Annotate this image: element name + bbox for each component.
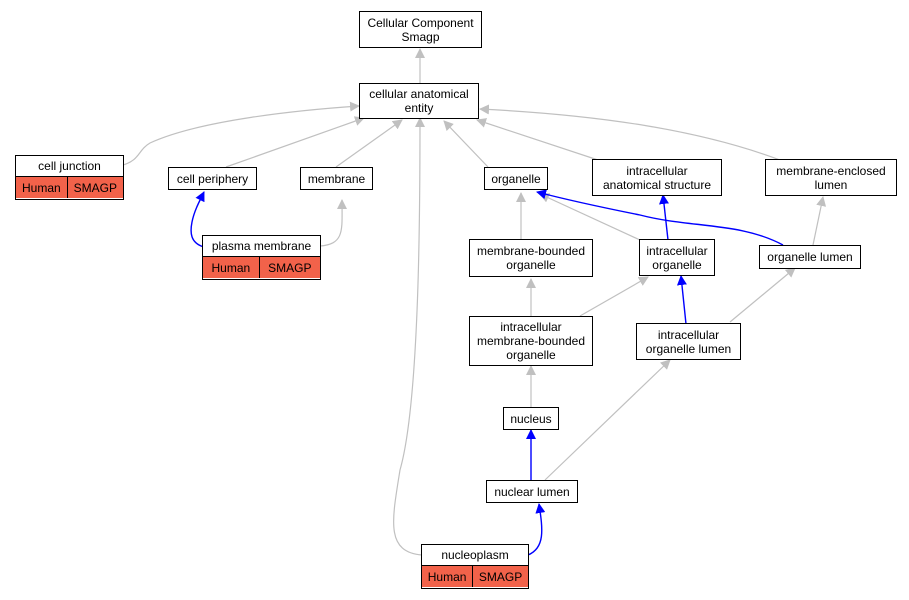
node-intracellular-anatomical-structure[interactable]: intracellular anatomical structure <box>592 159 722 196</box>
edge-intracellular-organelle-to-organelle <box>539 193 641 241</box>
species-cell: Human <box>422 566 473 587</box>
node-nucleoplasm-label: nucleoplasm <box>422 545 528 566</box>
node-intracellular-membrane-bounded-organelle[interactable]: intracellular membrane-bounded organelle <box>469 316 593 366</box>
node-nuclear-lumen[interactable]: nuclear lumen <box>486 480 578 503</box>
node-membrane-enclosed-lumen[interactable]: membrane-enclosed lumen <box>765 159 897 196</box>
node-cell-junction-label: cell junction <box>16 156 123 177</box>
edge-intracellular-organelle-part-of-intracellular-structure <box>659 194 669 241</box>
node-plasma-membrane-label: plasma membrane <box>203 236 320 257</box>
edge-iol-part-of-intracellular-organelle <box>676 275 687 325</box>
edge-plasma-membrane-to-membrane <box>319 199 348 247</box>
edge-membrane-to-cae <box>335 119 403 168</box>
edge-plasma-membrane-part-of-cell-periphery <box>190 191 205 248</box>
node-cellular-anatomical-entity[interactable]: cellular anatomical entity <box>359 83 479 119</box>
node-cell-junction[interactable]: cell junction Human SMAGP <box>15 155 124 200</box>
edge-nucleoplasm-to-cae <box>393 117 425 556</box>
annotation-row: Human SMAGP <box>16 177 123 198</box>
node-plasma-membrane[interactable]: plasma membrane Human SMAGP <box>202 235 321 280</box>
node-nucleus[interactable]: nucleus <box>503 407 559 430</box>
edge-nuclear-lumen-to-iol <box>544 359 671 481</box>
edge-organelle-to-cae <box>443 120 489 168</box>
edge-nucleoplasm-part-of-nuclear-lumen <box>527 503 546 556</box>
edge-organelle-lumen-part-of-organelle <box>536 189 784 246</box>
edge-membrane-enclosed-lumen-to-cae <box>479 104 781 161</box>
gene-cell: SMAGP <box>258 257 320 278</box>
edge-intracellular-mbo-to-intracellular-organelle <box>579 276 649 317</box>
edge-cell-periphery-to-cae <box>225 116 365 168</box>
edge-cell-junction-to-cae <box>122 101 360 166</box>
node-nucleoplasm[interactable]: nucleoplasm Human SMAGP <box>421 544 529 589</box>
annotation-row: Human SMAGP <box>203 257 320 278</box>
edge-organelle-lumen-to-mel <box>812 196 827 246</box>
node-cell-periphery[interactable]: cell periphery <box>168 167 257 190</box>
node-organelle-lumen[interactable]: organelle lumen <box>759 245 861 269</box>
node-intracellular-organelle[interactable]: intracellular organelle <box>639 239 715 276</box>
species-cell: Human <box>203 257 259 278</box>
node-membrane[interactable]: membrane <box>300 167 373 190</box>
node-root[interactable]: Cellular Component Smagp <box>359 11 482 48</box>
node-membrane-bounded-organelle[interactable]: membrane-bounded organelle <box>469 239 593 277</box>
annotation-row: Human SMAGP <box>422 566 528 587</box>
edge-iol-to-organelle-lumen <box>729 267 796 323</box>
species-cell: Human <box>16 177 67 198</box>
node-organelle[interactable]: organelle <box>484 167 548 190</box>
node-intracellular-organelle-lumen[interactable]: intracellular organelle lumen <box>636 323 741 360</box>
gene-cell: SMAGP <box>66 177 123 198</box>
gene-cell: SMAGP <box>472 566 528 587</box>
edge-intracellular-structure-to-cae <box>476 118 599 161</box>
